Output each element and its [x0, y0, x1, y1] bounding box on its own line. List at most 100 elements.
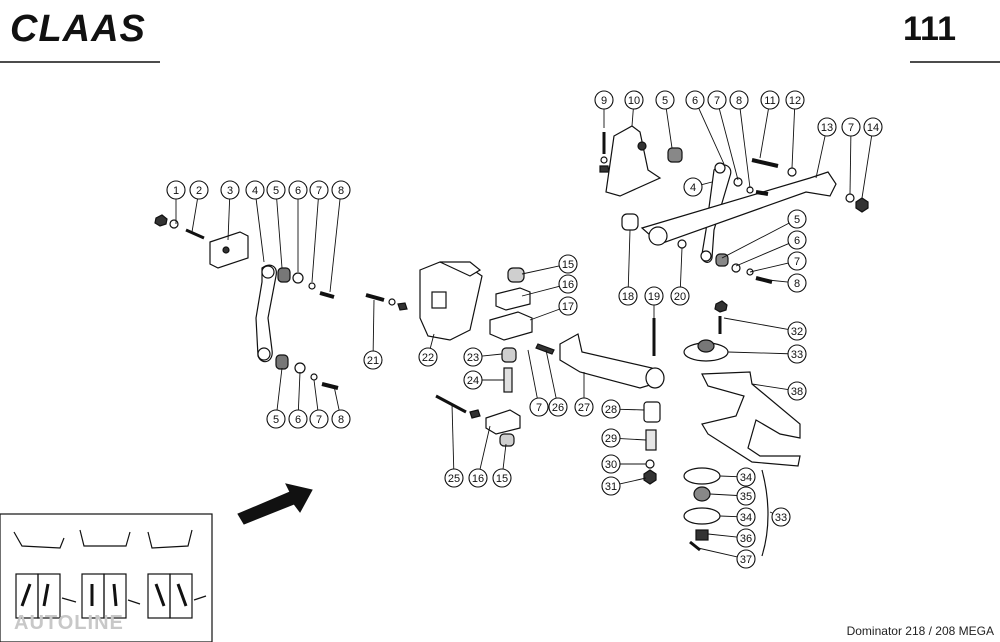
callout-27: 27 [574, 372, 594, 417]
washer-part [169, 219, 179, 229]
model-caption: Dominator 218 / 208 MEGA [846, 624, 994, 638]
leader-line [527, 349, 538, 399]
callout-circle [331, 409, 351, 429]
callout-29: 29 [601, 428, 647, 448]
washer-part-30 [645, 459, 655, 469]
leader-line [502, 443, 507, 470]
callout-circle [444, 468, 464, 488]
callout-5: 5 [655, 90, 675, 149]
callout-number: 10 [628, 95, 640, 107]
callout-circle [736, 507, 756, 527]
leader-line [481, 353, 503, 357]
callout-13: 13 [815, 117, 837, 179]
leader-line [333, 385, 340, 411]
leader-line [529, 308, 560, 321]
leader-line [727, 351, 789, 355]
callout-number: 8 [794, 278, 800, 290]
callout-38: 38 [751, 381, 807, 401]
bushing-part-5 [277, 267, 291, 283]
callout-number: 8 [736, 95, 742, 107]
callout-number: 1 [173, 185, 179, 197]
washer-part-6 [292, 272, 304, 284]
leader-line [735, 243, 789, 267]
callout-number: 18 [622, 291, 634, 303]
callout-circle [771, 507, 791, 527]
callout-10: 10 [624, 90, 644, 127]
callout-7: 7 [841, 117, 861, 195]
washer-part-7-right [845, 193, 855, 203]
callout-26: 26 [545, 349, 568, 417]
callout-7: 7 [527, 349, 549, 417]
callout-2: 2 [189, 180, 209, 233]
callout-number: 38 [791, 386, 803, 398]
leader-line [329, 198, 341, 293]
leader-line [791, 108, 796, 169]
callout-3: 3 [220, 180, 240, 241]
callout-circle [787, 344, 807, 364]
callout-21: 21 [363, 299, 383, 370]
bolt-part-25 [435, 394, 467, 414]
callout-4: 4 [245, 180, 265, 263]
callout-number: 9 [601, 95, 607, 107]
bolt-part-21 [365, 293, 385, 302]
callout-number: 37 [740, 554, 752, 566]
callout-14: 14 [861, 117, 883, 199]
mount-blocks-group [435, 267, 533, 447]
callout-number: 34 [740, 512, 752, 524]
washer-lower-6 [294, 362, 306, 374]
callout-5: 5 [266, 180, 286, 269]
callout-25: 25 [444, 403, 464, 488]
callout-33: 33 [769, 507, 791, 527]
callout-number: 5 [273, 185, 279, 197]
callout-35: 35 [709, 486, 756, 506]
leader-line [297, 371, 301, 411]
callout-number: 36 [740, 533, 752, 545]
callout-number: 23 [467, 352, 479, 364]
leader-line [719, 515, 738, 518]
callout-circle [220, 180, 240, 200]
callout-circle [787, 381, 807, 401]
leader-line [849, 135, 852, 195]
callout-6: 6 [288, 180, 308, 272]
pivot-assembly-group [683, 300, 801, 557]
callout-number: 4 [690, 182, 696, 194]
sleeve-part-29 [645, 429, 657, 451]
leader-line [709, 493, 738, 496]
direction-arrow [237, 483, 313, 525]
callout-number: 34 [740, 472, 752, 484]
callout-circle [463, 347, 483, 367]
callout-34: 34 [719, 467, 756, 487]
center-bracket-group [365, 261, 483, 341]
callout-number: 16 [472, 473, 484, 485]
callout-circle [707, 90, 727, 110]
leader-line [861, 135, 873, 199]
callout-12: 12 [785, 90, 805, 169]
leader-line [631, 108, 634, 127]
callout-circle [309, 180, 329, 200]
callout-number: 35 [740, 491, 752, 503]
leader-line [521, 265, 560, 275]
plate-part-34 [683, 467, 721, 485]
leader-line [701, 181, 713, 186]
callout-circle [863, 117, 883, 137]
leader-line [707, 533, 738, 538]
leader-line [739, 108, 751, 189]
bolt-lower-8 [321, 382, 339, 390]
bolt-part-26 [535, 343, 555, 355]
callout-circle [331, 180, 351, 200]
callout-number: 7 [316, 185, 322, 197]
bushing-part-5-upper [667, 147, 683, 163]
callout-5: 5 [721, 209, 807, 259]
leader-line [479, 425, 491, 470]
callout-37: 37 [697, 547, 756, 569]
callout-number: 21 [367, 355, 379, 367]
leader-line [749, 262, 789, 273]
callout-circle [736, 486, 756, 506]
callout-number: 14 [867, 122, 879, 134]
callout-circle [785, 90, 805, 110]
leader-line [697, 547, 738, 558]
bushing-part-18 [621, 213, 639, 231]
callout-34: 34 [719, 507, 756, 527]
